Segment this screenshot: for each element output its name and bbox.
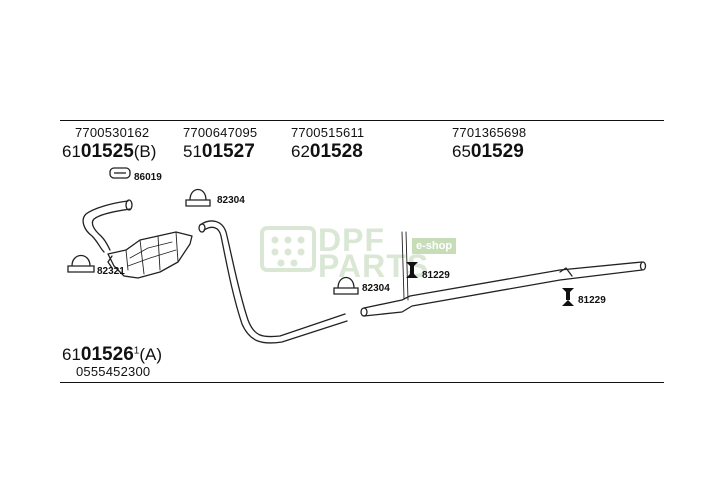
oem-number-5: 0555452300 bbox=[76, 364, 151, 379]
part-number-5-prefix: 61 bbox=[62, 345, 81, 364]
top-rule bbox=[60, 120, 664, 121]
part-number-4[interactable]: 6501529 bbox=[452, 141, 524, 163]
clamp-icon-82304-a[interactable] bbox=[185, 188, 211, 207]
watermark-dpf: DPF bbox=[318, 222, 385, 258]
callout-82304-a: 82304 bbox=[217, 195, 245, 206]
part-number-3-prefix: 62 bbox=[291, 142, 310, 161]
part-number-2[interactable]: 5101527 bbox=[183, 141, 255, 163]
oem-number-3: 7700515611 bbox=[291, 125, 365, 140]
part-number-1-main: 01525 bbox=[80, 141, 134, 162]
watermark-eshop-badge: e-shop bbox=[412, 238, 457, 254]
callout-82321: 82321 bbox=[97, 266, 125, 277]
part-number-5[interactable]: 61015261(A) bbox=[62, 344, 162, 366]
part-number-5-suffix: (A) bbox=[139, 345, 162, 364]
bottom-rule bbox=[60, 382, 664, 383]
rear-pipe[interactable] bbox=[360, 231, 647, 317]
mount-icon-81229-b[interactable] bbox=[562, 288, 574, 306]
clamp-icon-82304-b[interactable] bbox=[333, 276, 359, 295]
part-number-1-prefix: 61 bbox=[62, 142, 81, 161]
part-number-4-prefix: 65 bbox=[452, 142, 471, 161]
clamp-icon-86019[interactable] bbox=[109, 167, 131, 179]
part-number-3-main: 01528 bbox=[309, 141, 363, 162]
oem-number-4: 7701365698 bbox=[452, 125, 527, 140]
callout-81229-a: 81229 bbox=[422, 270, 450, 281]
callout-82304-b: 82304 bbox=[362, 283, 390, 294]
mount-icon-81229-a[interactable] bbox=[406, 262, 418, 278]
part-number-5-main: 01526 bbox=[80, 344, 134, 365]
middle-pipe[interactable] bbox=[198, 220, 348, 344]
part-number-1[interactable]: 6101525(B) bbox=[62, 141, 156, 163]
catalyst[interactable] bbox=[107, 231, 193, 279]
oem-number-1: 7700530162 bbox=[75, 125, 150, 140]
front-pipe[interactable] bbox=[82, 199, 133, 253]
clamp-icon-82321[interactable] bbox=[67, 254, 95, 273]
part-number-2-prefix: 51 bbox=[183, 142, 202, 161]
oem-number-2: 7700647095 bbox=[183, 125, 258, 140]
callout-81229-b: 81229 bbox=[578, 295, 606, 306]
part-number-5-sup: 1 bbox=[133, 345, 140, 357]
callout-86019: 86019 bbox=[134, 172, 162, 183]
part-number-3[interactable]: 6201528 bbox=[291, 141, 363, 163]
part-number-2-main: 01527 bbox=[201, 141, 255, 162]
part-number-4-main: 01529 bbox=[470, 141, 524, 162]
part-number-1-suffix: (B) bbox=[133, 142, 157, 161]
